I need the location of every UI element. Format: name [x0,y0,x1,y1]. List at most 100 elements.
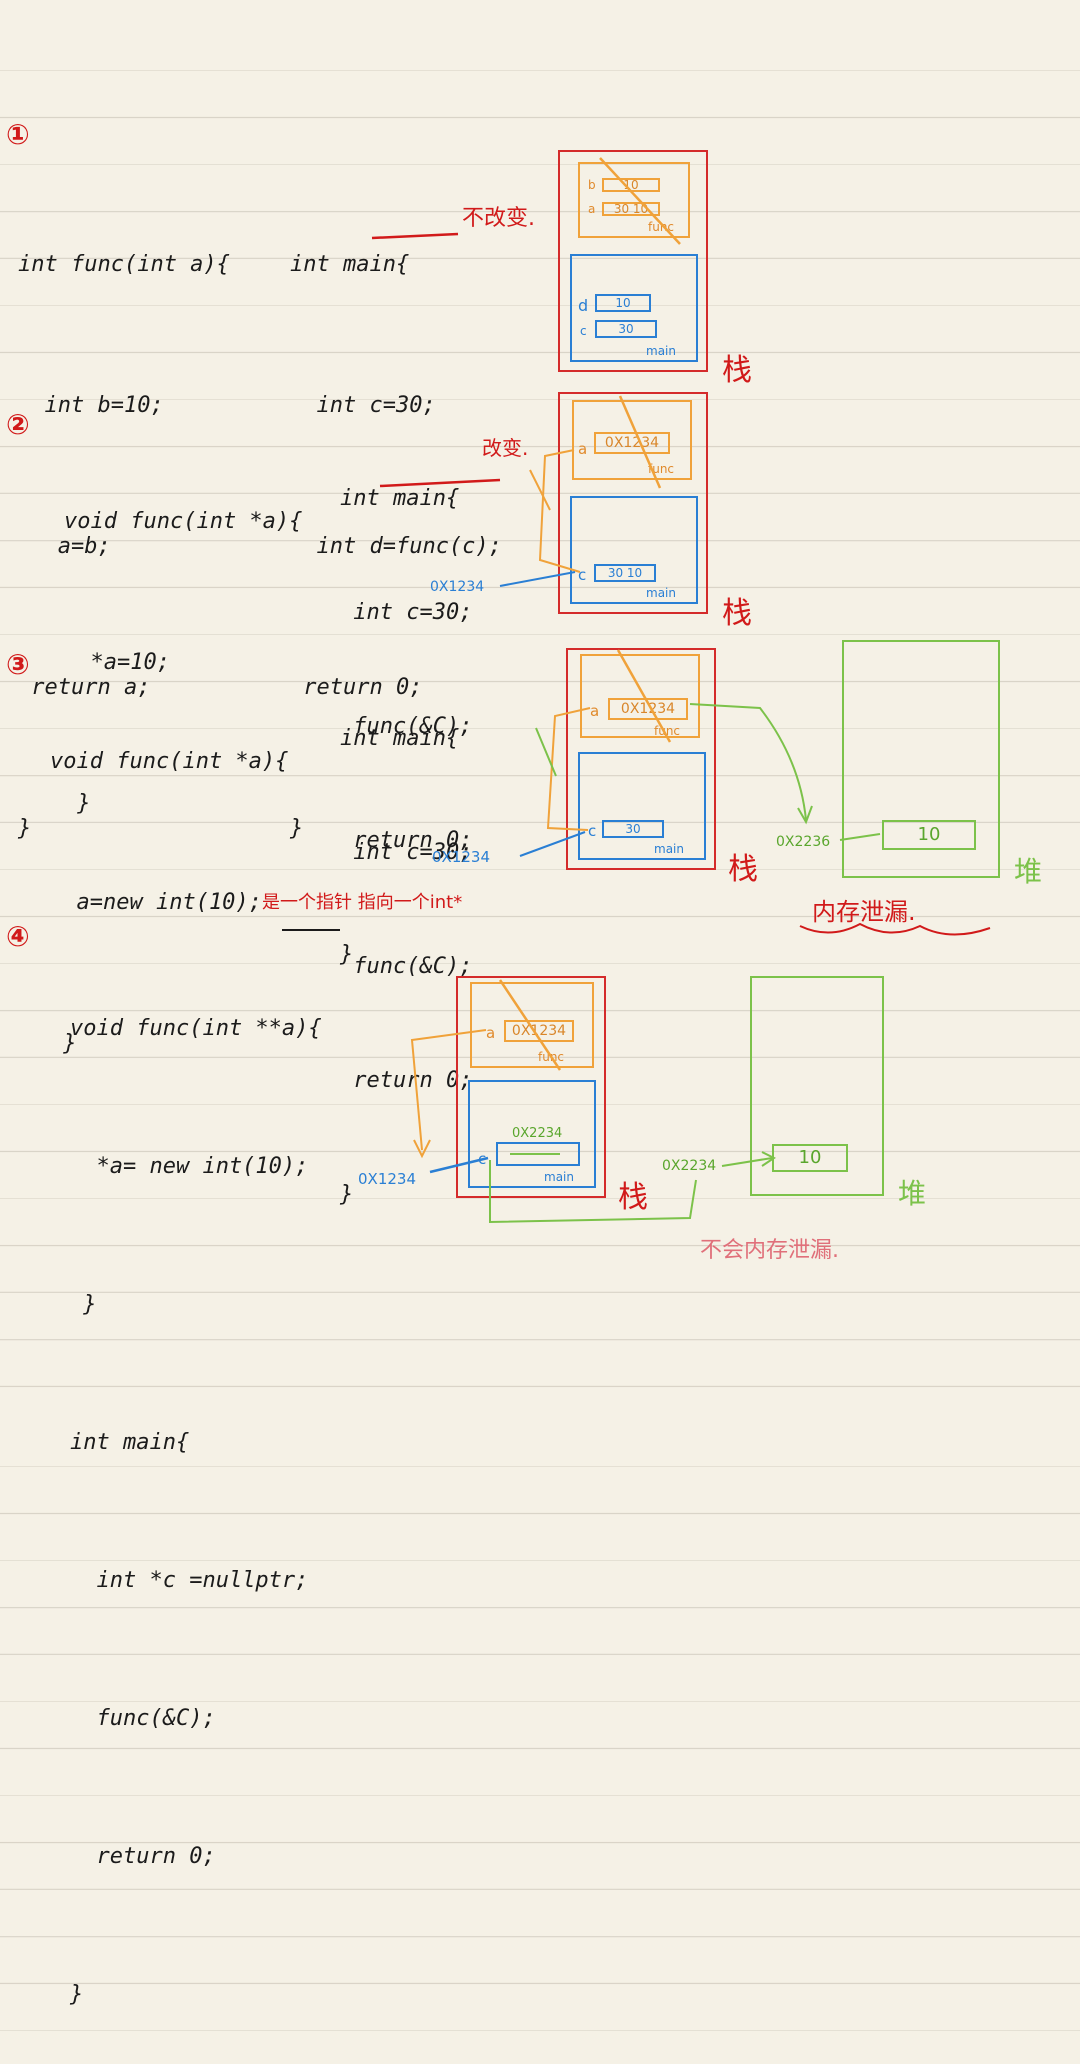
code-line: int main{ [340,486,460,511]
note-unchanged: 不改变. [462,206,535,231]
code-block-left-3: void func(int *a){ a=new int(10); } [50,644,288,1114]
cell-name: c [588,822,597,840]
pointer-arrow [538,449,581,573]
code-block-right-1: int main{ int c=30; int d=func(c); retur… [290,147,502,899]
stack-box-3 [566,648,716,870]
cell-name: a [578,440,588,458]
code-line: return 0; [340,1068,473,1093]
code-line: a=b; [18,534,111,559]
frame-label: main [654,842,684,856]
main-cell-d: 10 [595,294,651,312]
code-line: int *c =nullptr; [70,1568,309,1593]
code-line: } [64,791,91,816]
main-cell-c: 30 [595,320,657,338]
main-frame-2 [570,496,698,604]
cell-name: b [588,178,596,192]
pointer-arrow-head [413,1139,431,1159]
stack-label: 栈 [728,852,758,887]
func-cell-a: 30 10 [602,202,660,216]
address-label: 0X1234 [358,1170,416,1188]
address-label: 0X1234 [432,848,490,866]
main-frame-3 [578,752,706,860]
code-line: } [70,1292,97,1317]
main-frame-1 [570,254,698,362]
section-number-2: ② [6,408,30,441]
cross-out-stroke [599,157,681,245]
code-block-left-1: int func(int a){ int b=10; a=b; return a… [18,147,230,899]
cell-name: a [486,1024,496,1042]
func-cell-a: 0X1234 [608,698,688,720]
code-line: void func(int **a){ [70,1016,322,1041]
address-arrow [499,571,576,587]
squiggle-underline [799,922,991,936]
code-block-left-2: void func(int *a){ *a=10; } [64,404,302,874]
stack-box-1 [558,150,708,372]
code-line: return a; [18,675,151,700]
code-line: } [290,816,304,841]
cell-name: c [578,566,587,584]
cross-out-stroke [618,395,662,489]
code-line: return 0; [290,675,423,700]
note-pointer: 是一个指针 指向一个int* [262,892,463,913]
code-line: int func(int a){ [18,252,230,277]
address-arrow [519,831,586,857]
main-cell-c: 30 10 [594,564,656,582]
heap-arrow-head [797,805,813,825]
code-line: int main{ [290,252,410,277]
main-cell-new-value: 0X2234 [512,1126,563,1141]
annotation-strokes [282,157,991,1224]
heap-label: 堆 [898,1177,927,1210]
cell-name: d [578,296,589,315]
heap-address-label: 0X2236 [776,834,831,850]
heap-arrow [489,1160,697,1224]
cell-name: a [590,702,600,720]
code-line: } [340,1182,354,1207]
frame-label: main [646,344,676,358]
note-changed: 改变. [482,436,529,460]
main-cell-c: 30 [602,820,664,838]
code-line: a=new int(10); [50,890,262,915]
frame-label: main [646,586,676,600]
code-line: func(&C); [70,1706,216,1731]
heap-address-label: 0X2234 [662,1158,717,1174]
heap-arrow [839,833,881,841]
section-number-1: ① [6,118,30,151]
crossed-arrow-stroke [529,469,551,511]
stack-label: 栈 [722,353,752,388]
stack-box-4 [456,976,606,1198]
cell-name: a [588,202,596,216]
stack-box-2 [558,392,708,614]
note-memory-leak: 内存泄漏. [812,898,916,926]
heap-box-3 [842,640,1000,878]
cell-name: c [580,324,587,338]
func-cell-a: 0X1234 [594,432,670,454]
code-line: return 0; [340,828,473,853]
code-block-right-2: int main{ int c=30; func(&C); return 0; … [340,404,472,1012]
func-cell-a: 0X1234 [504,1020,574,1042]
main-frame-4 [468,1080,596,1188]
heap-arrow [689,703,807,821]
main-cell-c [496,1142,580,1166]
pointer-arrow [410,1029,487,1151]
code-line: void func(int *a){ [50,749,289,774]
underline-stroke [379,478,501,488]
code-line: return 0; [70,1844,216,1869]
address-arrow [429,1156,489,1174]
code-block-right-3: int main{ int c=30; func(&C); return 0; … [340,644,472,1252]
frame-label: main [544,1170,574,1184]
code-line: int d=func(c); [290,534,502,559]
code-line: *a= new int(10); [70,1154,309,1179]
cross-out-stroke [616,649,672,743]
code-line: int main{ [340,726,460,751]
code-line: int c=30; [340,600,473,625]
note-no-memory-leak: 不会内存泄漏. [700,1238,839,1263]
func-frame-1 [578,162,690,238]
code-line: void func(int *a){ [64,509,303,534]
address-label: 0X1234 [430,579,485,595]
code-line: *a=10; [64,650,170,675]
code-line: func(&C); [340,954,473,979]
func-frame-3 [580,654,700,738]
code-line: } [50,1031,77,1056]
func-frame-2 [572,400,692,480]
heap-box-4 [750,976,884,1196]
